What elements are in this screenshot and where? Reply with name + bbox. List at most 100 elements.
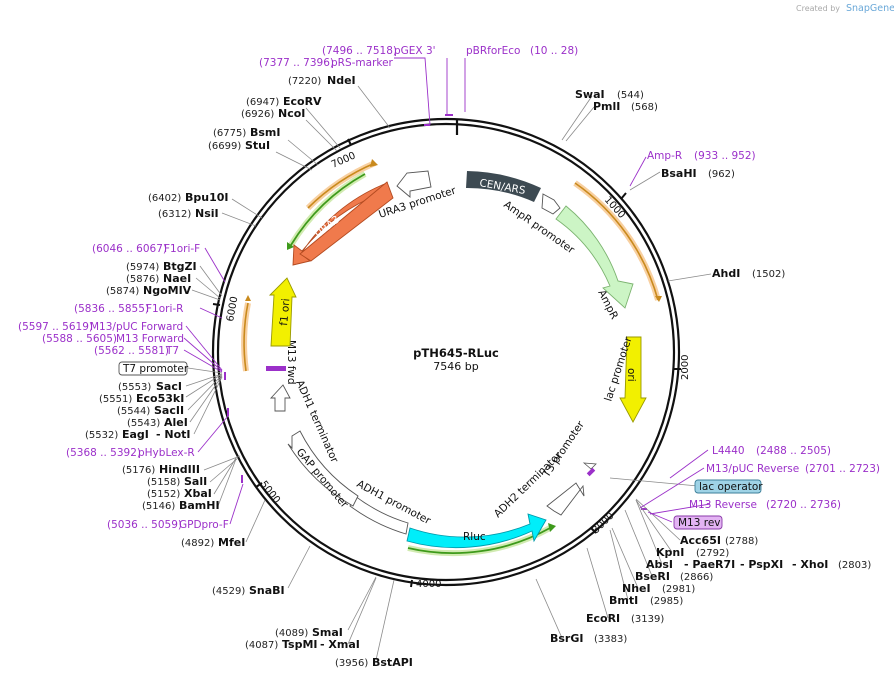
primer-ampr-name: Amp-R [647, 150, 682, 162]
feature-adh1-promoter [349, 495, 409, 535]
ampr-orf-arc [574, 182, 659, 301]
enzyme-bstapi-pos: (3956) [335, 658, 368, 669]
leader-m13pucfwd [185, 325, 223, 371]
tick-6000: 6000 [225, 296, 240, 323]
enzyme-xhoi-name: - XhoI [792, 558, 828, 571]
enzyme-noti-name: - NotI [156, 428, 191, 441]
feature-rluc-label: Rluc [463, 531, 486, 543]
primer-m13pucfwd-name: M13/pUC Forward [90, 321, 183, 333]
leader-ahdi [667, 273, 712, 282]
enzyme-xmai-name: - XmaI [320, 638, 360, 651]
enzyme-ncoi-name: NcoI [278, 107, 305, 120]
leader-absi [635, 499, 663, 565]
leader-tspmi [347, 577, 377, 645]
marker-t7 [224, 372, 226, 380]
feature-rluc [406, 513, 547, 549]
primer-f1orif-name: F1ori-F [164, 243, 200, 255]
enzyme-bamhi-name: BamHI [179, 499, 220, 512]
enzyme-absi-name: AbsI [646, 558, 673, 571]
primer-t7-name: T7 [165, 345, 179, 357]
leader-m13pucrev [639, 467, 705, 509]
credit-prefix: Created by [796, 4, 840, 13]
enzyme-bamhi-pos: (5146) [142, 501, 175, 512]
enzyme-kpni-name: KpnI [656, 546, 684, 559]
enzyme-pmli-pos: (568) [631, 102, 658, 113]
feature-adh2-terminator [546, 482, 585, 516]
m13-rev-label: M13 rev [678, 517, 721, 529]
ura3-green-arc [290, 173, 366, 246]
enzyme-eagi-name: EagI [122, 428, 149, 441]
feature-ampr-promoter [541, 193, 561, 215]
primer-m13fwd-pos: (5588 .. 5605) [42, 333, 117, 345]
leader-m13fwd [183, 337, 223, 372]
ura3-green-arrow [287, 242, 294, 250]
t7-promoter-label: T7 promoter [122, 363, 189, 375]
enzyme-eco53ki-name: Eco53kI [136, 392, 184, 405]
leader-t7 [183, 349, 223, 373]
leader-bsahi [629, 171, 661, 191]
enzyme-stui-pos: (6699) [208, 141, 241, 152]
lac-operator-label: lac operator [699, 481, 763, 493]
enzyme-bpu10i-name: Bpu10I [185, 191, 229, 204]
leader-ngomiv [191, 289, 221, 301]
enzyme-snabi-pos: (4529) [212, 586, 245, 597]
marker-m13rev [586, 467, 596, 477]
leader-ecorv [305, 107, 341, 149]
primer-ampr-pos: (933 .. 952) [694, 150, 756, 162]
enzyme-ndei-name: NdeI [327, 74, 356, 87]
primer-markers [224, 114, 647, 510]
primer-labels: (7496 .. 7518) pGEX 3' pBRforEco (10 .. … [18, 45, 880, 531]
leader-pgex3 [394, 57, 431, 126]
primer-m13pucrev-name: M13/pUC Reverse [706, 463, 799, 475]
leader-nhei [611, 527, 639, 589]
primer-phyblex-pos: (5368 .. 5392) [66, 447, 141, 459]
leader-bmti [609, 529, 629, 601]
primer-m13fwd-name: M13 Forward [116, 333, 184, 345]
backbone-outer [211, 117, 681, 587]
enzyme-sali-pos: (5158) [147, 477, 180, 488]
f1-orf-arc [243, 302, 249, 372]
enzyme-bsmi-pos: (6775) [213, 128, 246, 139]
primer-prs-pos: (7377 .. 7396) [259, 57, 334, 69]
leader-alei [189, 375, 223, 423]
tick-mark-4000 [410, 579, 413, 588]
tick-mark-3000 [590, 527, 597, 534]
enzyme-btgzi-name: BtgZI [163, 260, 197, 273]
primer-gpdpro-name: GPDpro-F [179, 519, 229, 531]
marker-gpd [241, 475, 243, 483]
primer-pbrforeco-name: pBRforEco [466, 45, 520, 57]
marker-pgex3 [445, 114, 453, 116]
leader-xbai [213, 457, 237, 495]
enzyme-nhei-pos: (2981) [662, 584, 695, 595]
enzyme-xbai-name: XbaI [184, 487, 212, 500]
enzyme-bsrgi-name: BsrGI [550, 632, 583, 645]
leader-f1orir [199, 307, 223, 319]
enzyme-nsii-pos: (6312) [158, 209, 191, 220]
primer-pbrforeco-pos: (10 .. 28) [530, 45, 578, 57]
enzyme-ngomiv-name: NgoMIV [143, 284, 192, 297]
f1-orf-arrow [245, 295, 251, 301]
feature-ampr [555, 205, 634, 309]
enzyme-acc65i-name: Acc65I [680, 534, 721, 547]
enzyme-ncoi-pos: (6926) [241, 109, 274, 120]
enzyme-saci-pos: (5553) [118, 382, 151, 393]
enzyme-sacii-name: SacII [154, 404, 184, 417]
enzyme-naei-name: NaeI [163, 272, 191, 285]
leader-smai [347, 576, 377, 631]
primer-pgex3-name: pGEX 3' [394, 45, 436, 57]
enzyme-bsahi-name: BsaHI [661, 167, 697, 180]
marker-m13reverse [641, 508, 647, 510]
feature-ura3 [299, 181, 394, 262]
enzyme-mfei-name: MfeI [218, 536, 245, 549]
tick-mark-1000 [620, 192, 627, 200]
enzyme-eco53ki-pos: (5551) [99, 394, 132, 405]
enzyme-stui-name: StuI [245, 139, 270, 152]
leader-lacop [609, 477, 699, 487]
enzyme-btgzi-pos: (5974) [126, 262, 159, 273]
enzyme-smai-name: SmaI [312, 626, 343, 639]
ura3-orf-arrow [370, 159, 378, 167]
leader-naei [195, 277, 221, 299]
enzyme-saci-name: SacI [156, 380, 182, 393]
primer-m13reverse-name: M13 Reverse [689, 499, 757, 511]
